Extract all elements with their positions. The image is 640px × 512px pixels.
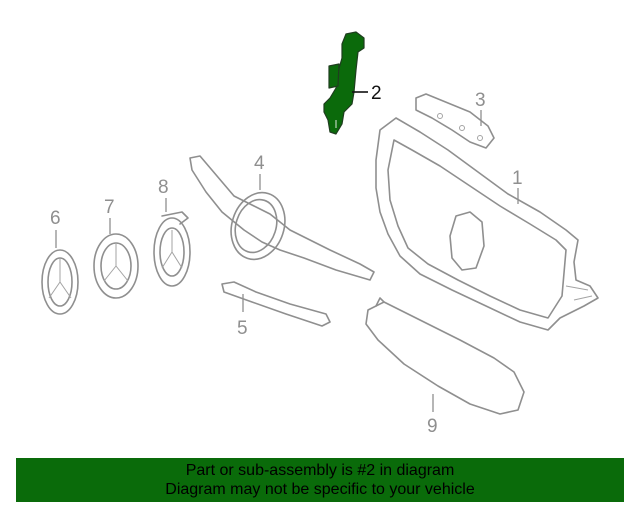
callout-4: 4 [254,153,265,174]
part-2-bracket[interactable] [323,31,365,135]
callout-2: 2 [371,83,382,104]
callout-5: 5 [237,318,248,339]
part-6-star-emblem[interactable] [41,249,79,315]
callout-8: 8 [158,177,169,198]
part-1-grille-assembly[interactable] [375,117,599,331]
exploded-parts-diagram: 2 3 1 4 5 6 7 [41,31,599,437]
part-4-emblem-bar[interactable] [189,155,375,281]
banner-line-disclaimer: Diagram may not be specific to your vehi… [165,481,475,498]
banner-line-part-number: Part or sub-assembly is #2 in diagram [185,462,455,479]
callout-9: 9 [427,416,438,437]
callout-7: 7 [104,197,115,218]
part-3-bracket[interactable] [415,93,495,149]
part-8-emblem-mount[interactable] [153,211,191,287]
info-banner: Part or sub-assembly is #2 in diagram Di… [16,458,624,502]
part-9-lower-mesh-grille[interactable] [365,297,525,415]
callout-6: 6 [50,208,61,229]
part-7-star-emblem-base[interactable] [93,233,139,299]
callout-1: 1 [512,168,523,189]
callout-3: 3 [475,90,486,111]
